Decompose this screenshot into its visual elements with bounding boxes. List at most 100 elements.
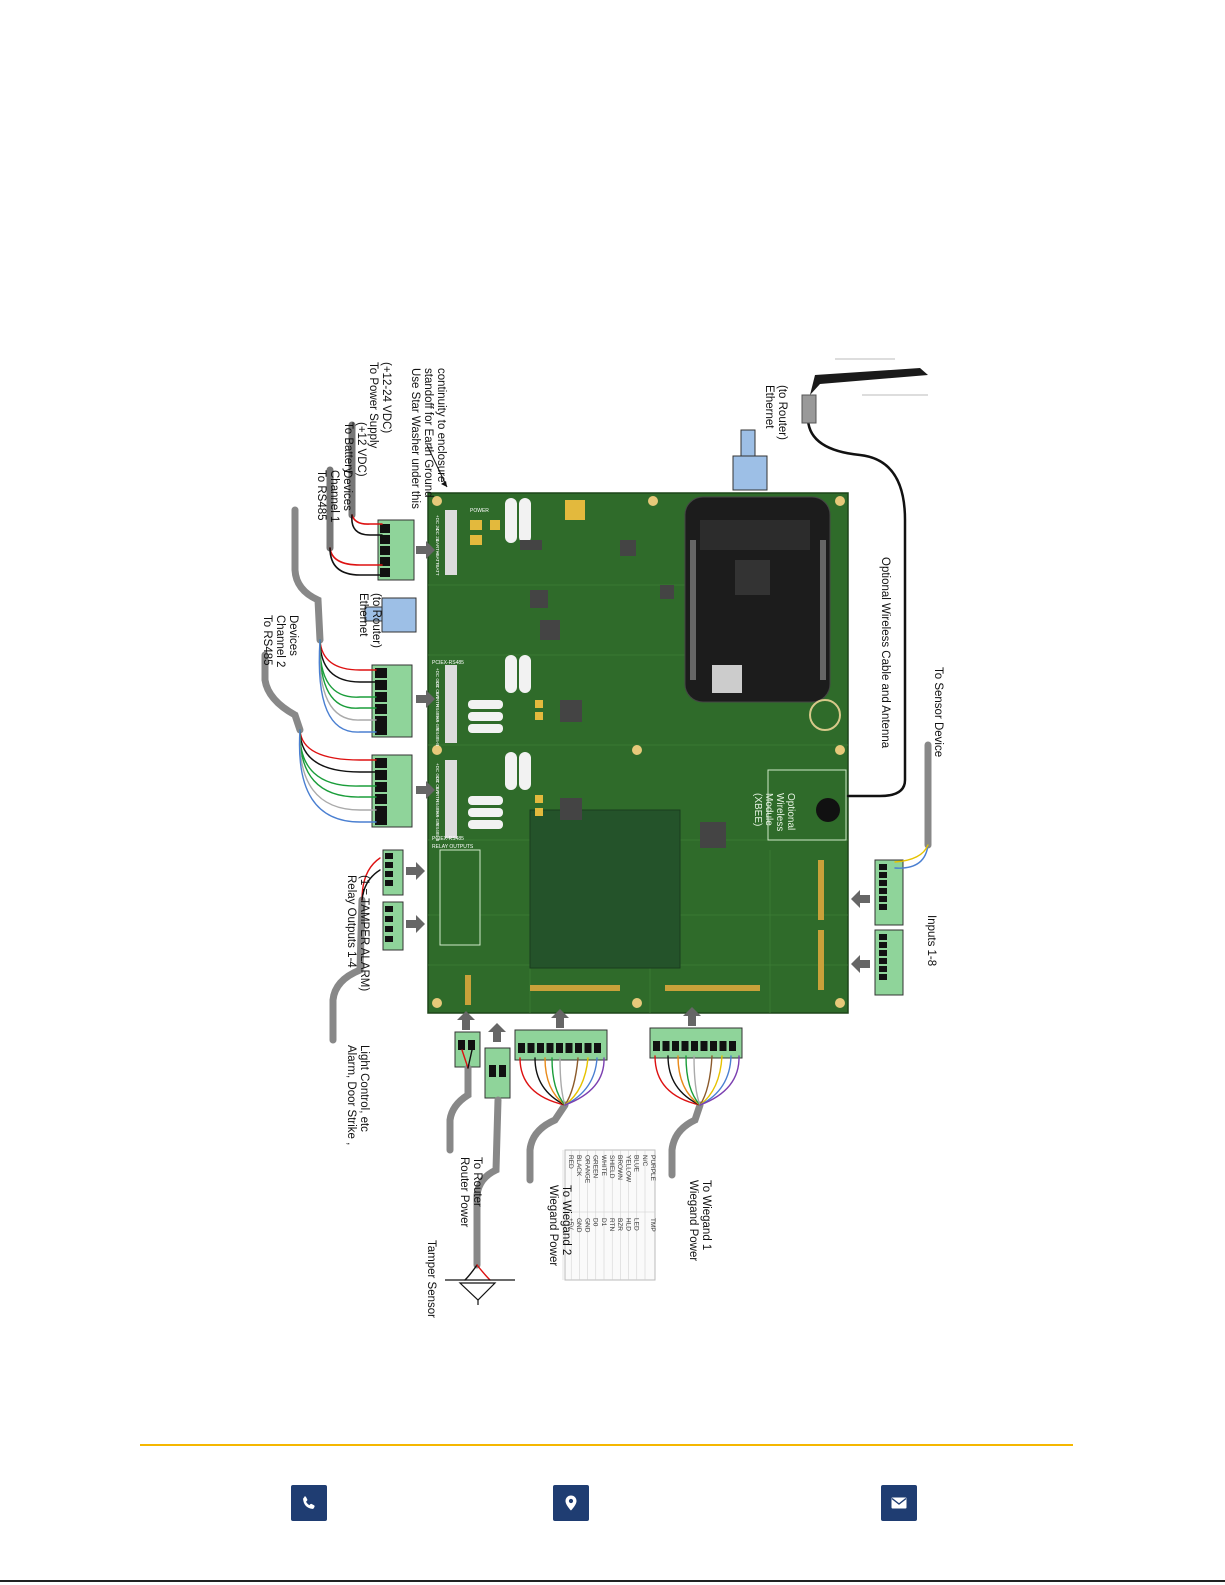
table-cell: GREEN xyxy=(592,1155,599,1178)
terminal-screw xyxy=(546,1043,554,1053)
tamper-sensor-symbol xyxy=(445,1279,515,1305)
terminal-screw xyxy=(672,1041,679,1051)
table-cell: N/C xyxy=(641,1155,648,1167)
terminal-screw xyxy=(594,1043,601,1053)
label-router-power: Router Power To Router xyxy=(458,1157,483,1231)
table-cell: SHIELD xyxy=(608,1155,615,1179)
location-icon[interactable] xyxy=(553,1485,589,1521)
table-cell: BLACK xyxy=(575,1155,582,1177)
table-cell: HLD xyxy=(624,1218,631,1231)
rs485-ch1-terminal-block xyxy=(371,664,413,738)
label-sensor-device: To Sensor Device xyxy=(932,667,944,757)
label-alarm: Alarm, Door Strike , Light Control, etc xyxy=(345,1045,370,1149)
pin-label: -DC OUT xyxy=(435,680,440,699)
table-cell: ORANGE xyxy=(583,1155,590,1184)
table-cell: BROWN xyxy=(616,1155,623,1180)
label-ethernet-left: Ethernet (to Router) xyxy=(357,593,382,648)
pin-label: +DC 24 xyxy=(435,515,440,531)
label-wireless-cable: Optional Wireless Cable and Antenna xyxy=(879,557,891,749)
diagram-labels: Use Star Washer under this standoff for … xyxy=(261,362,944,1318)
terminal-screw xyxy=(700,1041,708,1051)
terminal-screw xyxy=(681,1041,689,1051)
pin-label: -DC OUT xyxy=(435,775,440,794)
terminal-screw xyxy=(584,1043,592,1053)
table-cell: RED xyxy=(567,1155,574,1169)
table-cell: PURPLE xyxy=(649,1155,656,1182)
cables xyxy=(261,418,932,1281)
phone-icon[interactable] xyxy=(291,1485,327,1521)
pin-label: +DC OUT xyxy=(435,763,440,783)
pin-label: -DC 24 xyxy=(435,527,440,542)
label-power-supply: To Power Supply (+12-24 VDC) xyxy=(367,362,392,452)
ethernet-connector-top xyxy=(732,429,768,491)
svg-text:Optional Wireless: Optional Wireless Module (XBEE) xyxy=(752,793,796,834)
terminal-screw xyxy=(537,1043,544,1053)
label-inputs: Inputs 1-8 xyxy=(925,915,937,966)
inputs-terminal-blocks xyxy=(874,859,904,996)
pin-label: EARTH xyxy=(435,539,440,554)
pin-label: EARTH xyxy=(435,692,440,707)
table-cell: BLUE xyxy=(633,1155,640,1173)
table-cell: D0 xyxy=(592,1218,599,1227)
cpu-module xyxy=(684,496,831,703)
terminal-screw xyxy=(565,1043,573,1053)
pin-label: RS-GN xyxy=(435,716,440,731)
terminal-screw xyxy=(556,1043,563,1053)
page-bottom-rule xyxy=(0,1580,1225,1582)
relay-terminal-blocks xyxy=(382,849,404,951)
terminal-screw xyxy=(527,1043,535,1053)
pin-label: EARTH xyxy=(435,787,440,802)
pin-label: RS485-A xyxy=(435,704,440,722)
footer-divider xyxy=(140,1444,1073,1446)
pin-label: RS485-A xyxy=(435,799,440,817)
pin-label: RS-GN xyxy=(435,811,440,826)
label-wiegand2: Wiegand Power To Wiegand 2 xyxy=(547,1185,572,1269)
label-ethernet-top: Ethernet (to Router) xyxy=(763,385,788,440)
label-rs485-ch1: To RS485 Channel 1 Devices xyxy=(315,470,353,526)
pin-label: RS485-B xyxy=(435,728,440,746)
terminal-screw xyxy=(691,1041,698,1051)
antenna xyxy=(801,358,928,424)
power-terminal-block xyxy=(377,519,415,581)
pin-label: +DC OUT xyxy=(435,668,440,688)
email-icon[interactable] xyxy=(881,1485,917,1521)
wire-color-table: PURPLETMPN/CBLUELEDYELLOWHLDBROWNBZRSHIE… xyxy=(562,1149,656,1281)
arrows xyxy=(406,541,870,1042)
table-cell: RTN xyxy=(608,1218,615,1232)
label-star-washer: Use Star Washer under this standoff for … xyxy=(409,368,447,512)
label-wiegand1: Wiegand Power To Wiegand 1 xyxy=(687,1180,712,1264)
pin-label: -BATT xyxy=(435,563,440,576)
controller-board: Optional Wireless Module (XBEE) xyxy=(427,492,849,1014)
table-cell: YELLOW xyxy=(624,1155,631,1183)
table-cell: WHITE xyxy=(600,1155,607,1177)
table-cell: LED xyxy=(633,1218,640,1231)
table-cell: GND xyxy=(583,1218,590,1233)
label-battery: To Battery (+12 VDC) xyxy=(342,422,367,477)
pin-label: RS485-B xyxy=(435,823,440,841)
terminal-screw xyxy=(518,1043,525,1053)
label-rs485-ch2: To RS485 Channel 2 Devices xyxy=(261,615,299,671)
svg-text:PCIEX-RS485: PCIEX-RS485 xyxy=(432,836,464,842)
terminal-screw xyxy=(729,1041,736,1051)
table-cell: GND xyxy=(575,1218,582,1233)
svg-text:RELAY OUTPUTS: RELAY OUTPUTS xyxy=(432,844,474,850)
table-cell: BZR xyxy=(616,1218,623,1231)
label-tamper-sensor: Tamper Sensor xyxy=(425,1240,437,1318)
table-cell: D1 xyxy=(600,1218,607,1227)
ethernet-connector-left xyxy=(364,597,417,633)
terminal-screw xyxy=(653,1041,660,1051)
table-cell: +5V xyxy=(567,1218,574,1230)
terminal-screw xyxy=(719,1041,727,1051)
pin-label: +BATT xyxy=(435,551,440,565)
terminal-screw xyxy=(662,1041,670,1051)
terminal-screw xyxy=(710,1041,717,1051)
terminal-screw xyxy=(575,1043,582,1053)
rs485-ch2-terminal-block xyxy=(371,754,413,828)
svg-text:PCIEX-RS485: PCIEX-RS485 xyxy=(432,660,464,666)
label-relay-outputs: Relay Outputs 1-4 (1 = TAMPER ALARM) xyxy=(345,875,370,991)
bottom-terminal-blocks xyxy=(454,1027,743,1099)
xbee-module: Optional Wireless Module (XBEE) xyxy=(752,769,847,841)
